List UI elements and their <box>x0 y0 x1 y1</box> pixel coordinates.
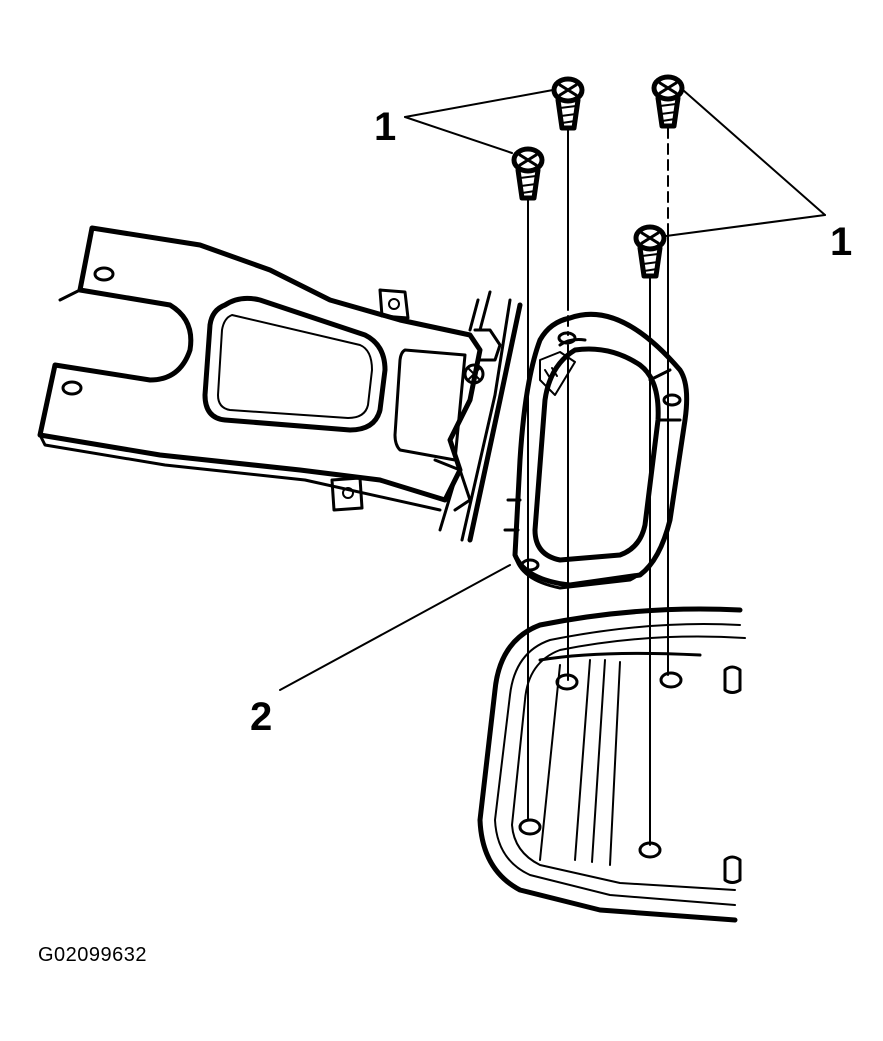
housing-bracket <box>503 311 690 590</box>
mounting-plate <box>37 225 523 543</box>
callout-1-right: 1 <box>830 220 852 264</box>
screw-right-lower <box>633 224 667 279</box>
callout-leaders <box>279 89 826 691</box>
alignment-lines <box>527 127 669 846</box>
figure-id-label: G02099632 <box>38 944 148 966</box>
callout-2: 2 <box>250 695 272 739</box>
floor-panel <box>477 606 746 923</box>
screw-top-right <box>651 74 685 129</box>
callout-1-left: 1 <box>374 105 396 149</box>
screw-top-center <box>551 76 585 131</box>
screw-top-left <box>511 146 545 201</box>
